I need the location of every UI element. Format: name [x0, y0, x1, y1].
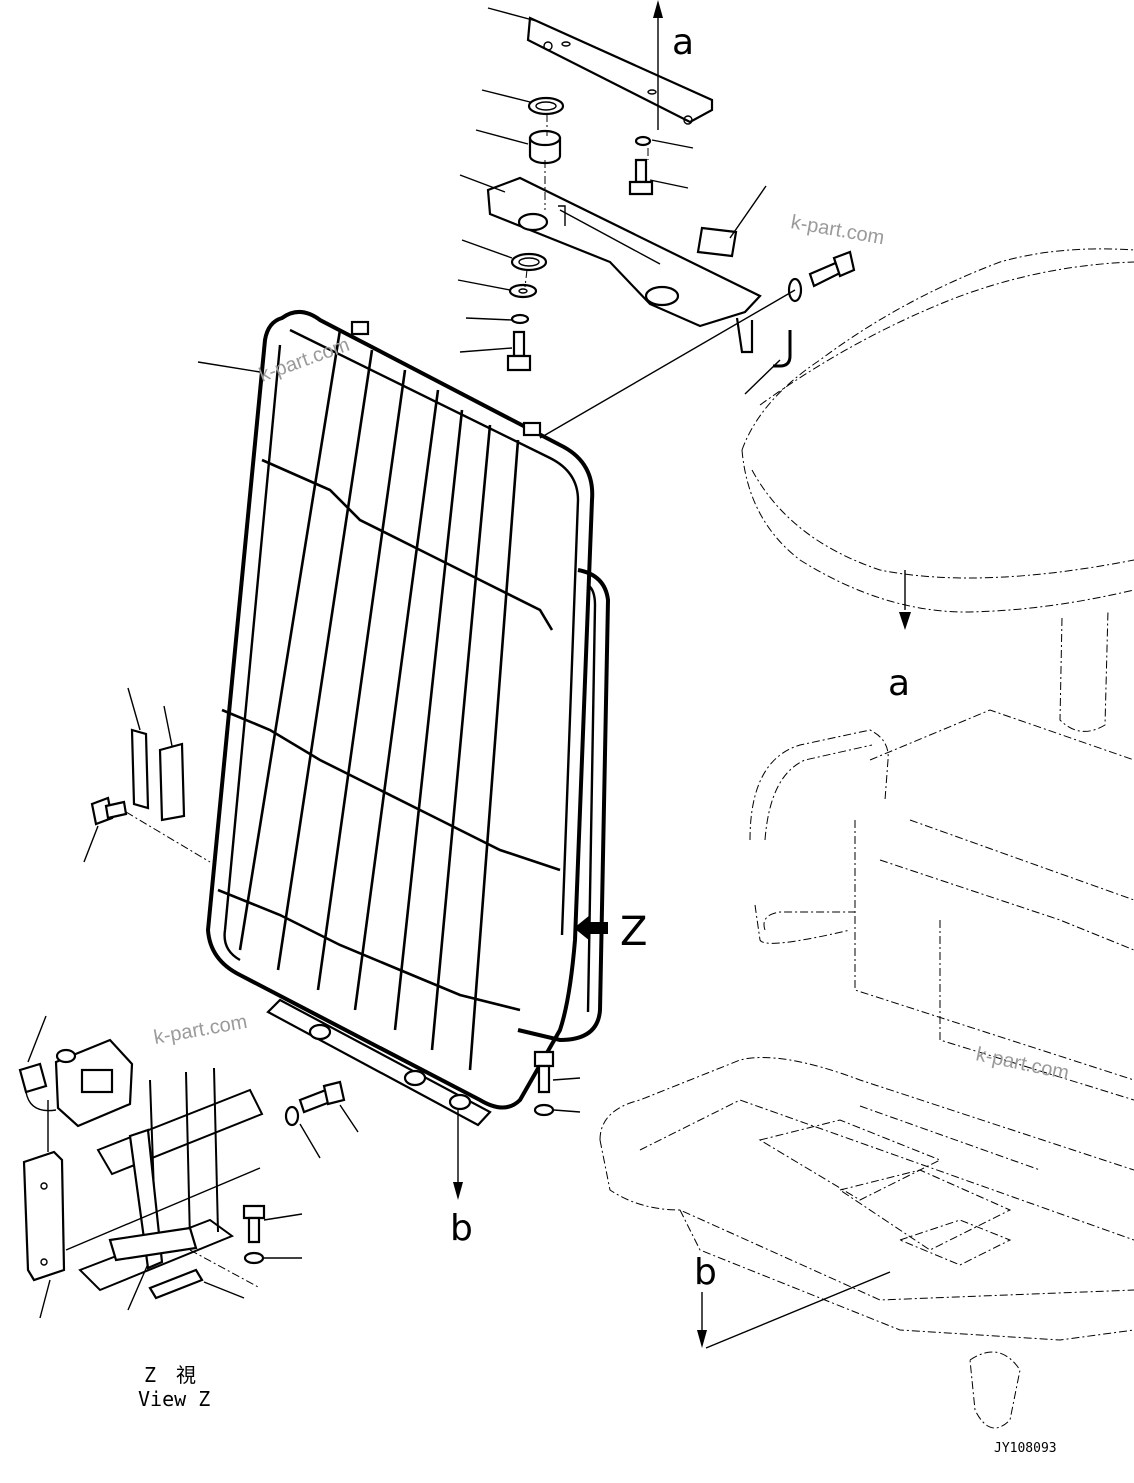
view-caption-en: View Z: [138, 1387, 210, 1411]
leader-lines-top: [457, 7, 796, 439]
guard-base-plate: [266, 998, 492, 1127]
bushing: [528, 129, 562, 165]
view-z-detail: [18, 1015, 264, 1319]
bolt-left: [83, 796, 211, 863]
watermark-4: k-part.com: [974, 1043, 1071, 1084]
guard-frame: [205, 310, 611, 1127]
guard-cross-ribs: [217, 458, 561, 1012]
label-a-top: a: [672, 22, 694, 63]
arrow-z-view: [574, 915, 608, 941]
small-washer-right: [634, 135, 652, 147]
hex-bolt-left: [506, 330, 532, 372]
top-mounting-plate: [526, 16, 714, 125]
arrow-b-floor: [697, 1271, 891, 1349]
label-b-floor: b: [694, 1252, 717, 1293]
watermark-1: k-part.com: [789, 211, 886, 249]
operator-seat-phantom: [741, 248, 1134, 732]
flat-washer: [508, 283, 538, 299]
warning-labels-left: [127, 687, 186, 822]
arrow-a-top: [653, 0, 663, 130]
label-a-seat: a: [888, 663, 910, 704]
bolt-view-z: [284, 1080, 359, 1159]
watermark-3: k-part.com: [152, 1011, 249, 1049]
seat-base-phantom: [599, 1057, 1134, 1429]
bolt-lower-right: [533, 1050, 581, 1117]
label-b-guard: b: [450, 1208, 473, 1249]
seat-support-bracket: [486, 176, 762, 354]
leader-guard: [197, 361, 261, 373]
label-z-view: Z: [620, 909, 647, 955]
arrow-b-guard: [453, 1110, 463, 1200]
guard-vertical-bars: [238, 329, 520, 1071]
lock-washer: [510, 313, 530, 325]
washer-ring-lower: [510, 252, 548, 272]
bolt-right: [628, 158, 654, 196]
drawing-code: JY108093: [994, 1441, 1057, 1456]
bolt-with-washer-side: [787, 250, 856, 303]
view-caption-jp: Z 視: [144, 1363, 196, 1387]
washer-ring-top: [527, 96, 565, 116]
caution-label-small: [696, 226, 738, 258]
j-pin: [773, 330, 792, 368]
seat-frame-phantom: [749, 709, 1134, 1101]
watermark-2: k-part.com: [256, 334, 352, 387]
bolt-stack-view-z: [242, 1204, 303, 1265]
